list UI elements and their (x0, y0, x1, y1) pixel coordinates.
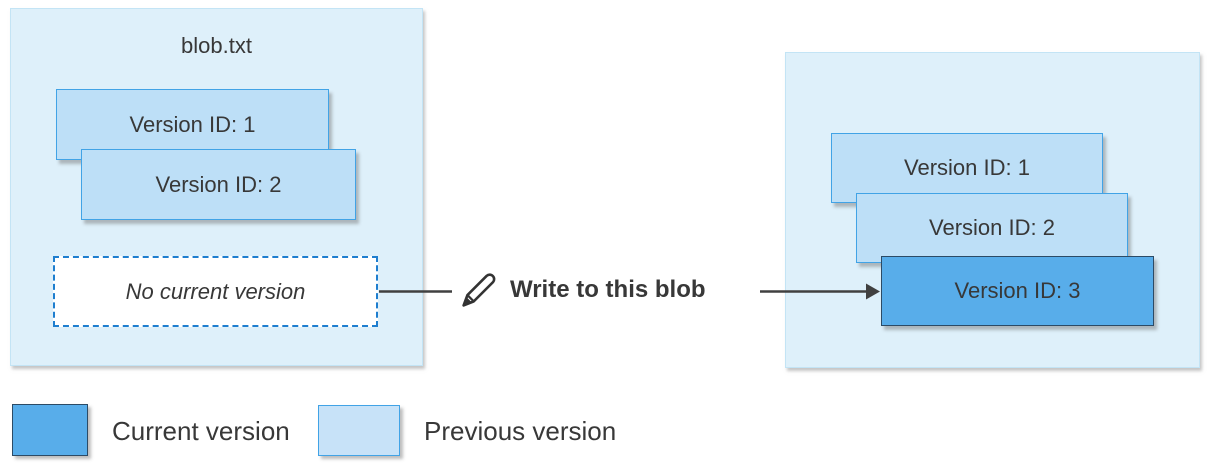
left-version-box-2: Version ID: 2 (81, 149, 356, 220)
legend-label-current-version: Current version (112, 416, 290, 446)
right-version-box-3-current: Version ID: 3 (881, 256, 1154, 326)
left-version-label-1: Version ID: 1 (129, 111, 256, 137)
write-action-label: Write to this blob (510, 276, 706, 303)
no-current-version-box: No current version (53, 256, 378, 327)
legend-swatch-current-version (12, 404, 88, 456)
left-blob-title: blob.txt (181, 33, 252, 58)
right-version-label-2: Version ID: 2 (929, 215, 1055, 240)
left-version-label-2: Version ID: 2 (155, 171, 282, 197)
right-version-box-2: Version ID: 2 (856, 193, 1128, 263)
legend-label-previous-version: Previous version (424, 416, 617, 446)
write-action: Write to this blob (458, 268, 706, 312)
right-version-label-3: Version ID: 3 (954, 278, 1081, 303)
left-version-box-1: Version ID: 1 (56, 89, 329, 160)
no-current-version-label: No current version (125, 278, 306, 304)
left-blob-container: blob.txt Version ID: 1 Version ID: 2 No … (10, 8, 423, 366)
legend-swatch-previous-version (318, 405, 400, 456)
pencil-icon (458, 268, 500, 312)
right-version-label-1: Version ID: 1 (904, 155, 1030, 180)
right-blob-container: blob.txt Version ID: 1 Version ID: 2 Ver… (785, 52, 1200, 368)
right-version-box-1: Version ID: 1 (831, 133, 1103, 203)
